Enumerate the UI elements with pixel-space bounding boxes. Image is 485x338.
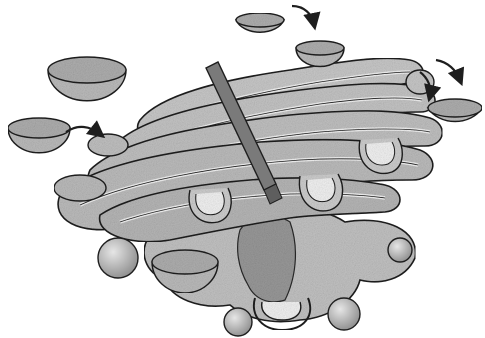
vesicle-right <box>428 99 482 122</box>
sphere-bottom-left <box>224 308 252 336</box>
vesicle-top-left <box>48 57 126 101</box>
arrow-top-right <box>436 60 460 80</box>
sphere-right <box>388 238 412 262</box>
sphere-bottom-right <box>328 298 360 330</box>
arrow-top-center <box>292 6 314 24</box>
arrow-left <box>66 127 100 134</box>
vesicle-top-center <box>236 13 284 32</box>
vesicle-left <box>8 118 70 153</box>
sphere-left <box>98 238 138 278</box>
